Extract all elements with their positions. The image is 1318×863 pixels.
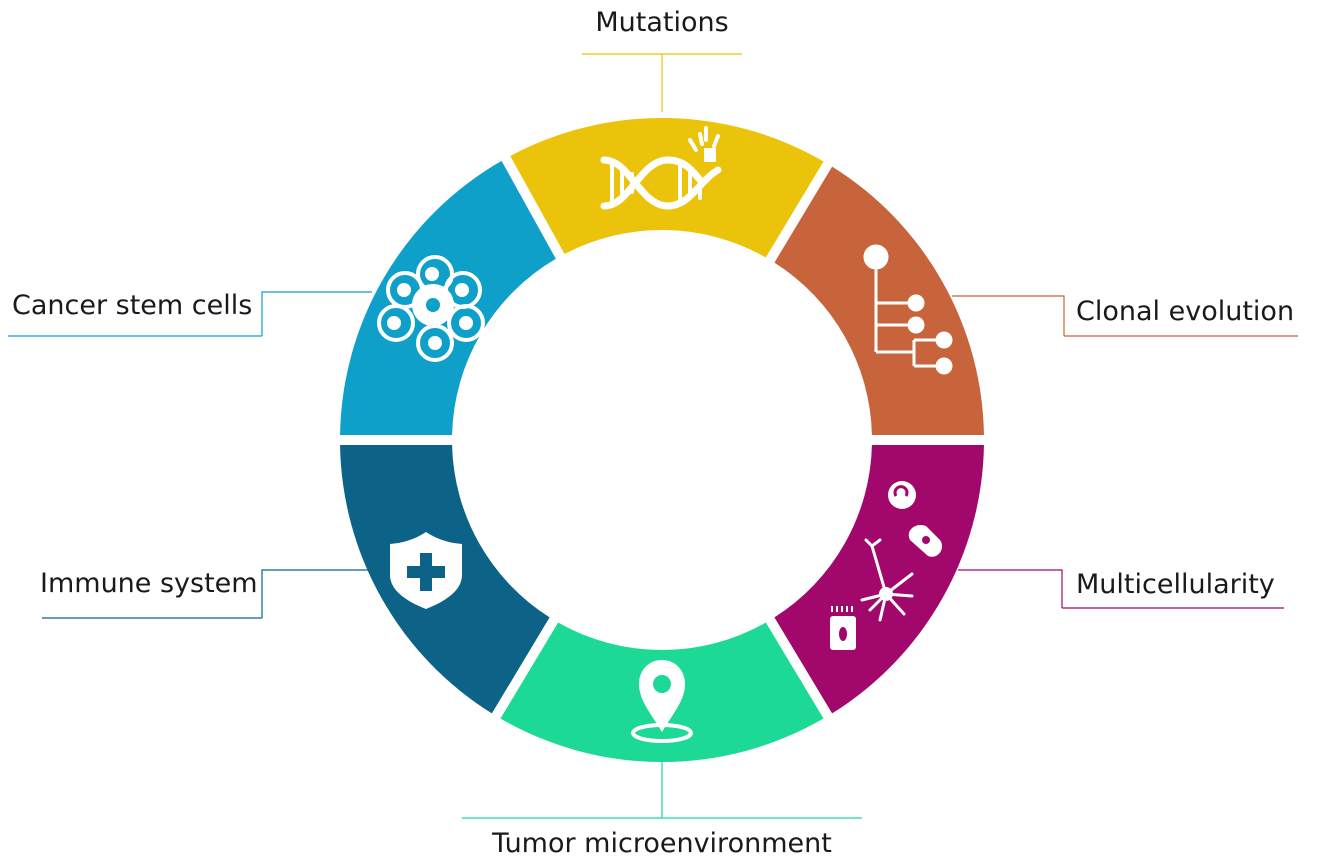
leader-line-immune-system: [261, 569, 372, 618]
segment-clonal-evolution: [774, 166, 984, 436]
clone-tree-icon: [863, 244, 953, 375]
dna-icon: [600, 126, 722, 210]
label-tumor-microenvironment: Tumor microenvironment: [491, 828, 832, 859]
stem-cells-icon: [377, 255, 485, 362]
cells-icon: [830, 481, 943, 650]
label-mutations: Mutations: [595, 7, 728, 38]
leader-lines: [8, 53, 1298, 819]
label-clonal-evolution: Clonal evolution: [1076, 296, 1294, 327]
segment-multicellularity: [774, 444, 984, 714]
leader-line-multicellularity: [958, 569, 1063, 608]
label-multicellularity: Multicellularity: [1076, 569, 1275, 600]
label-immune-system: Immune system: [40, 568, 258, 599]
segment-mutations: [510, 118, 824, 258]
shield-plus-icon: [390, 532, 462, 609]
leader-line-cancer-stem-cells: [261, 291, 372, 336]
label-cancer-stem-cells: Cancer stem cells: [12, 290, 252, 321]
location-pin-icon: [631, 660, 693, 743]
leader-line-clonal-evolution: [952, 295, 1065, 336]
